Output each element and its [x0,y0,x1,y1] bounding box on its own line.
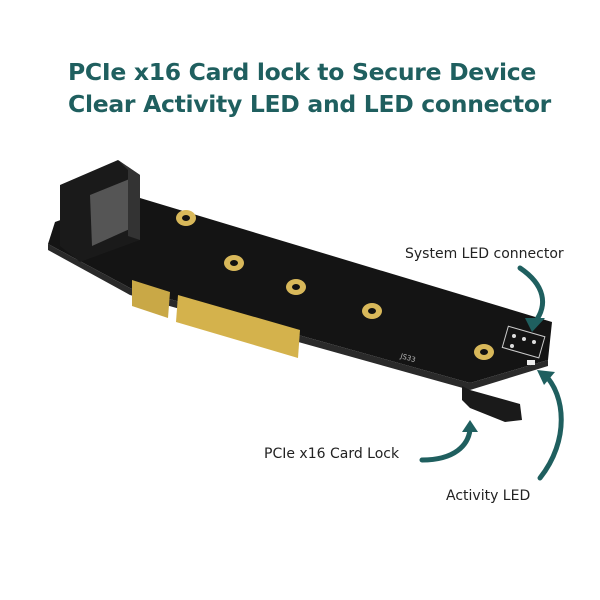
label-card-lock: PCIe x16 Card Lock [264,446,400,462]
arrow-card-lock [419,427,473,463]
gold-fingers [132,280,300,358]
arrowhead-card-lock [462,420,478,432]
card-lock-bracket [462,386,522,422]
led-connector-header [501,325,546,359]
arrowhead-system-led [525,318,545,332]
title-line-1: PCIe x16 Card lock to Secure Device [68,58,536,86]
m2-connector [60,160,140,262]
arrow-activity-led [537,372,564,481]
label-activity-led: Activity LED [446,488,531,504]
label-system-led-connector: System LED connector [405,246,564,262]
pcb-edge [48,244,548,390]
title-line-2: Clear Activity LED and LED connector [68,90,551,118]
arrow-system-led-connector [517,265,545,325]
mounting-holes [176,210,494,360]
arrowhead-activity-led [537,370,555,385]
m2-adapter-card: JS33 [48,160,552,422]
activity-led [527,360,535,365]
